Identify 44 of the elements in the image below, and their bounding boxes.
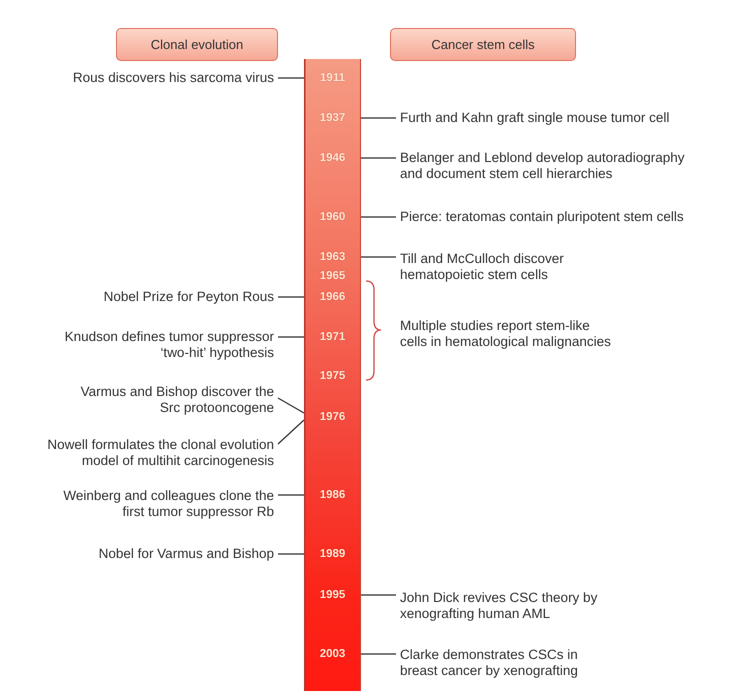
year-label: 1995 — [320, 588, 346, 602]
event-text: Till and McCulloch discover hematopoietic stem cells — [400, 251, 572, 283]
leader-line — [278, 553, 304, 555]
timeline-bar — [304, 59, 361, 691]
event-text: Knudson defines tumor suppressor ‘two-hit’ hypothesis — [59, 329, 274, 361]
event-text: Rous discovers his sarcoma virus — [72, 70, 274, 86]
leader-line — [278, 77, 304, 79]
leader-line — [278, 494, 304, 496]
leader-line — [361, 216, 396, 218]
event-text: Clarke demonstrates CSCs in breast cancer by xenografting — [400, 647, 586, 679]
leader-line — [361, 594, 396, 596]
leader-line — [361, 653, 396, 655]
event-text: Nobel for Varmus and Bishop — [98, 546, 274, 562]
column-header: Cancer stem cells — [390, 28, 576, 61]
leader-line — [278, 296, 304, 298]
year-label: 1986 — [320, 488, 346, 502]
leader-line — [361, 117, 396, 119]
event-text: Furth and Kahn graft single mouse tumor cell — [400, 110, 670, 126]
year-label: 1937 — [320, 112, 346, 124]
leader-line — [278, 397, 304, 414]
event-text: Weinberg and colleagues clone the first tumor suppressor Rb — [56, 488, 274, 520]
event-text: Pierce: teratomas contain pluripotent stem cells — [400, 209, 684, 225]
year-label: 1960 — [320, 210, 346, 224]
year-label: 1976 — [320, 410, 346, 424]
event-text: Belanger and Leblond develop autoradiography and document stem cell hierarchies — [400, 150, 692, 182]
year-label: 1989 — [320, 548, 346, 560]
year-label: 1966 — [320, 290, 346, 304]
event-text: John Dick revives CSC theory by xenografting human AML — [400, 590, 604, 622]
year-label: 2003 — [320, 648, 346, 660]
year-label: 1946 — [320, 152, 346, 164]
year-label: 1975 — [320, 370, 346, 382]
year-label: 1971 — [320, 330, 346, 344]
event-text: Multiple studies report stem-like cells in hematological malignancies — [400, 318, 612, 350]
event-text: Nowell formulates the clonal evolution model of multihit carcinogenesis — [42, 437, 274, 469]
event-text: Nobel Prize for Peyton Rous — [104, 289, 274, 305]
year-label: 1965 — [320, 270, 346, 282]
leader-line — [361, 157, 396, 159]
leader-line — [361, 256, 396, 258]
leader-line — [278, 420, 304, 444]
event-text: Varmus and Bishop discover the Src protooncogene — [74, 384, 274, 416]
leader-line — [278, 336, 304, 338]
year-label: 1911 — [320, 72, 345, 84]
year-label: 1963 — [320, 250, 346, 264]
column-header: Clonal evolution — [116, 28, 278, 61]
